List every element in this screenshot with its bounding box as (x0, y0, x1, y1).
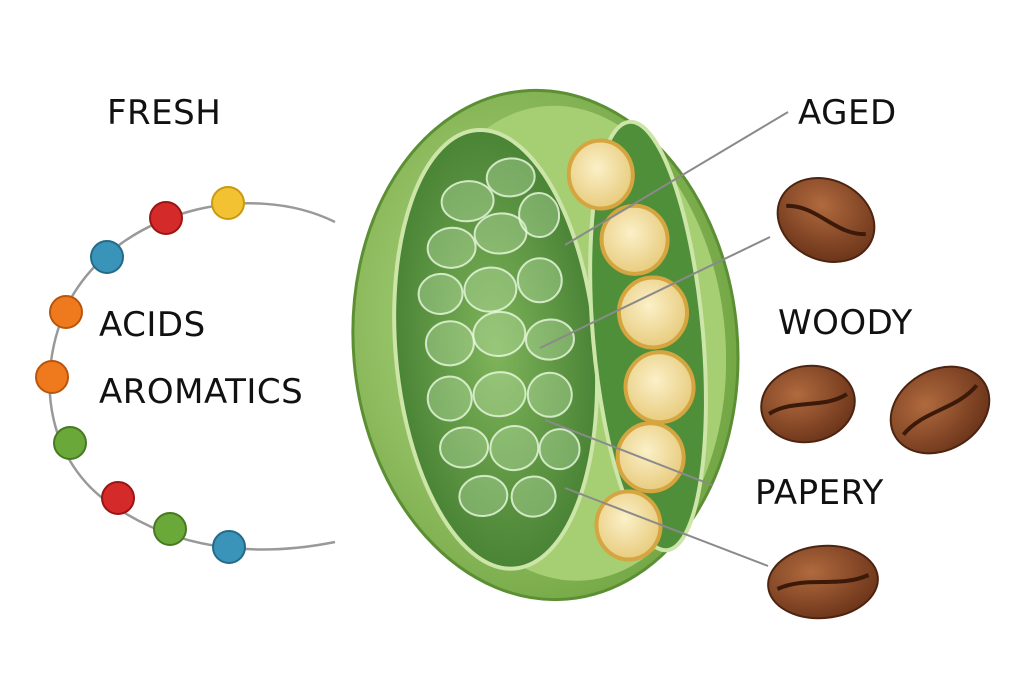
roasted-bean (776, 177, 876, 263)
bead-red (101, 481, 135, 515)
label-fresh: FRESH (107, 93, 222, 133)
bead-orange (35, 360, 69, 394)
translucent-cells (417, 157, 581, 518)
bead-blue (90, 240, 124, 274)
bead-green (53, 426, 87, 460)
roasted-bean (889, 365, 991, 455)
bead-yellow (211, 186, 245, 220)
label-papery: PAPERY (755, 473, 884, 513)
bead-blue (212, 530, 246, 564)
roasted-beans (760, 177, 991, 620)
bead-red (149, 201, 183, 235)
label-aromatics: AROMATICS (99, 372, 304, 412)
roasted-bean (767, 544, 879, 620)
bead-green (153, 512, 187, 546)
seeds (566, 138, 696, 562)
leader-lines (539, 111, 789, 567)
label-acids: ACIDS (99, 305, 206, 345)
roasted-bean (760, 364, 856, 444)
beads (35, 186, 246, 564)
label-woody: WOODY (778, 303, 913, 343)
bead-orange (49, 295, 83, 329)
label-aged: AGED (798, 93, 897, 133)
